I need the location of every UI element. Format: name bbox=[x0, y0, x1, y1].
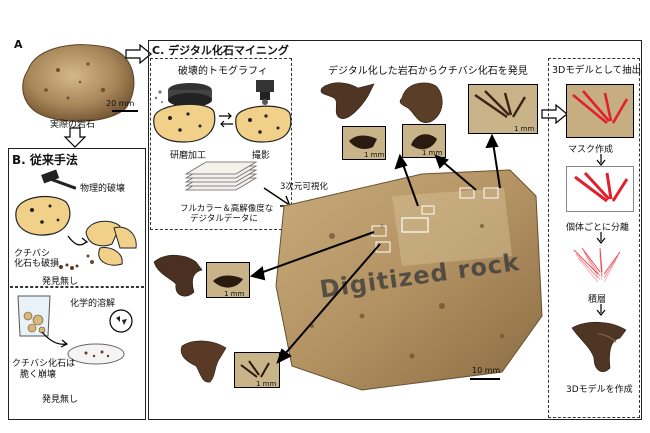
debris-icon bbox=[59, 263, 79, 270]
curved-arrow-icon bbox=[67, 235, 89, 246]
scale-label-rock: 10 mm bbox=[472, 366, 501, 375]
petri-dish-icon bbox=[67, 343, 125, 365]
fossil-beak-photo-1 bbox=[320, 82, 375, 119]
fossil-beak-photo-2 bbox=[399, 82, 443, 124]
down-arrow-small-3 bbox=[596, 304, 606, 316]
mask-source-image bbox=[566, 84, 634, 138]
inset-scale-label-1: 1 mm bbox=[364, 151, 385, 159]
down-arrow-small-2 bbox=[596, 232, 606, 244]
fossil-broken-label-2: 化石も破損 bbox=[14, 259, 60, 269]
image-stack bbox=[184, 161, 258, 191]
panel-b-divider bbox=[10, 286, 144, 288]
discovery-title: デジタル化した岩石からクチバシ化石を発見 bbox=[328, 66, 528, 77]
fossil-broken-label-1: クチバシ bbox=[14, 249, 51, 259]
fossil-inset-4 bbox=[206, 262, 250, 298]
swap-arrows-icon bbox=[219, 112, 233, 128]
fossil-dissolved-label-2: 脆く崩壊 bbox=[20, 370, 57, 380]
rock-cartoon bbox=[15, 195, 71, 236]
fullcolor-label-1: フルカラー＆高解像度な bbox=[180, 204, 274, 214]
panel-c-box bbox=[148, 40, 642, 420]
inset-scale-label-3: 1 mm bbox=[514, 125, 535, 133]
fossil-inset-5 bbox=[234, 352, 280, 388]
mask-image bbox=[566, 166, 634, 212]
visualize-label: 3次元可視化 bbox=[280, 182, 328, 192]
camera-rock bbox=[235, 80, 292, 143]
panel-b-title: B. 従来手法 bbox=[12, 153, 78, 167]
extraction-title: 3Dモデルとして抽出 bbox=[552, 65, 642, 76]
hammer-icon bbox=[41, 169, 77, 190]
magnified-debris-icon bbox=[109, 309, 133, 333]
fossil-inset-3 bbox=[468, 84, 538, 134]
physical-destruction-label: 物理的破壊 bbox=[80, 184, 126, 194]
inset-scale-label-5: 1 mm bbox=[256, 380, 277, 388]
not-found-label-2: 発見無し bbox=[42, 395, 79, 405]
panel-c-title: C. デジタル化石マイニング bbox=[152, 44, 289, 57]
stacked-masks-image bbox=[573, 247, 621, 283]
photo-label: 撮影 bbox=[252, 151, 271, 161]
inset-scale-label-4: 1 mm bbox=[224, 290, 245, 298]
panel-b-box bbox=[8, 148, 146, 420]
fossil-beak-photo-3 bbox=[153, 254, 203, 297]
real-rock-caption: 実際の岩石 bbox=[50, 120, 96, 130]
fossil-inset-1 bbox=[342, 126, 386, 160]
scale-label-a: 20 mm bbox=[106, 99, 135, 108]
chemical-dissolution-label: 化学的溶解 bbox=[70, 299, 116, 309]
scale-bar-a bbox=[112, 110, 138, 112]
tomography-box bbox=[150, 58, 292, 230]
fossil-dissolved-label-1: クチバシ化石は bbox=[12, 359, 76, 369]
separate-label: 個体ごとに分離 bbox=[566, 223, 630, 233]
fossil-beak-photo-4 bbox=[180, 340, 227, 383]
pour-arrow-icon bbox=[41, 331, 69, 348]
inset-scale-label-2: 1 mm bbox=[422, 149, 443, 157]
model-label: 3Dモデルを作成 bbox=[566, 385, 633, 395]
tomography-title: 破壊的トモグラフィ bbox=[178, 66, 268, 77]
extraction-box bbox=[548, 58, 640, 418]
fullcolor-label-2: デジタルデータに bbox=[190, 214, 258, 224]
scale-bar-rock bbox=[470, 378, 500, 380]
grinding-label: 研磨加工 bbox=[170, 151, 207, 161]
mask-label: マスク作成 bbox=[568, 145, 614, 155]
3d-model-image bbox=[571, 321, 627, 372]
down-arrow-icon bbox=[63, 127, 87, 148]
down-arrow-small-1 bbox=[596, 154, 606, 166]
beaker-icon bbox=[17, 295, 51, 337]
real-rock-photo bbox=[22, 44, 135, 122]
not-found-label-1: 発見無し bbox=[42, 277, 79, 287]
stack-label: 積層 bbox=[588, 295, 607, 305]
broken-rock-pieces bbox=[85, 220, 137, 266]
fossil-inset-2 bbox=[402, 124, 446, 158]
grinder-rock bbox=[153, 83, 216, 143]
panel-a-letter: A bbox=[14, 38, 23, 51]
right-arrow-icon bbox=[125, 43, 152, 65]
extract-arrow-icon bbox=[541, 103, 568, 125]
